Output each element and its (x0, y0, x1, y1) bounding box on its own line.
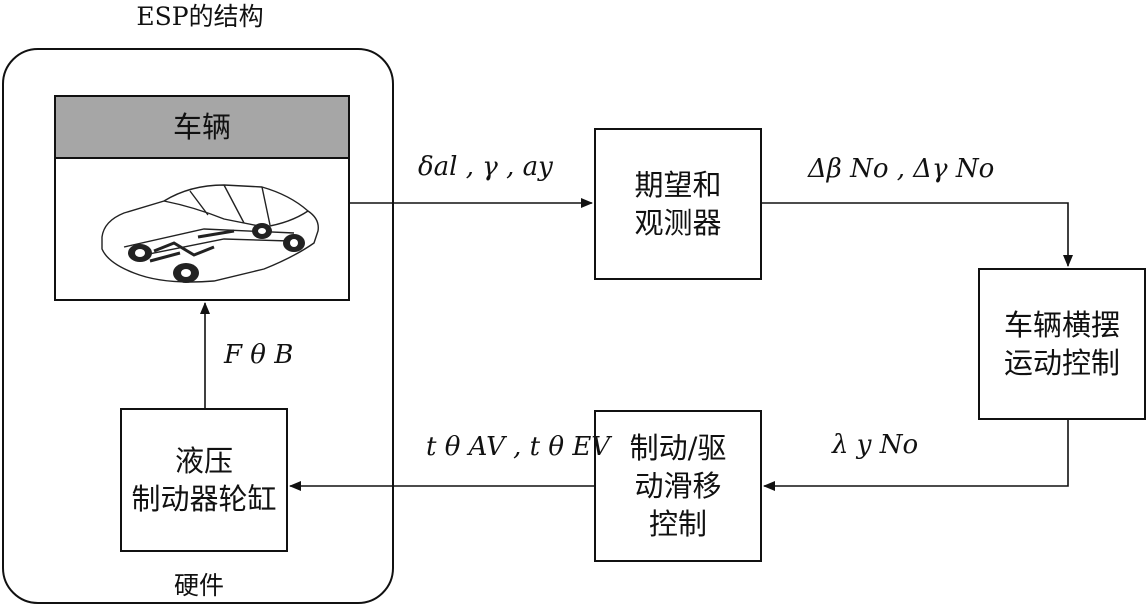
yaw-control-label-line2: 运动控制 (1003, 346, 1120, 380)
hardware-label: 硬件 (174, 571, 225, 600)
hydraulic-label-line1: 液压 (174, 444, 233, 478)
arrow-observer-to-yaw (762, 202, 1073, 267)
observer-label-line1: 期望和 (634, 168, 722, 202)
slip-control-label-line2: 动滑移 (634, 469, 722, 503)
yaw-control-block: 车辆横摆 运动控制 (978, 268, 1146, 420)
esp-structure-frame (2, 48, 394, 604)
diagram-title: ESP的结构 (136, 2, 264, 31)
yaw-control-label-line1: 车辆横摆 (1003, 308, 1120, 342)
slip-control-block: 制动/驱 动滑移 控制 (594, 410, 762, 562)
signal-observer-to-yaw: Δβ No , Δγ No (808, 154, 995, 184)
car-chassis-illustration (101, 184, 319, 283)
signal-hydraulic-to-vehicle: F θ B (224, 340, 294, 370)
observer-label-line2: 观测器 (634, 206, 722, 240)
signal-yaw-to-slip: λ y No (832, 430, 919, 460)
arrow-yaw-to-slip (763, 420, 1069, 491)
slip-control-label-line3: 控制 (648, 507, 707, 541)
slip-control-label-line1: 制动/驱 (629, 431, 727, 465)
signal-slip-to-hydraulic: t θ AV , t θ EV (426, 432, 611, 462)
hydraulic-block: 液压 制动器轮缸 (120, 408, 288, 552)
hydraulic-label-line2: 制动器轮缸 (131, 482, 277, 516)
observer-block: 期望和 观测器 (594, 128, 762, 280)
signal-vehicle-to-observer: δal , γ , ay (418, 152, 553, 182)
vehicle-block: 车辆 (54, 95, 350, 301)
vehicle-block-header: 车辆 (56, 97, 348, 159)
